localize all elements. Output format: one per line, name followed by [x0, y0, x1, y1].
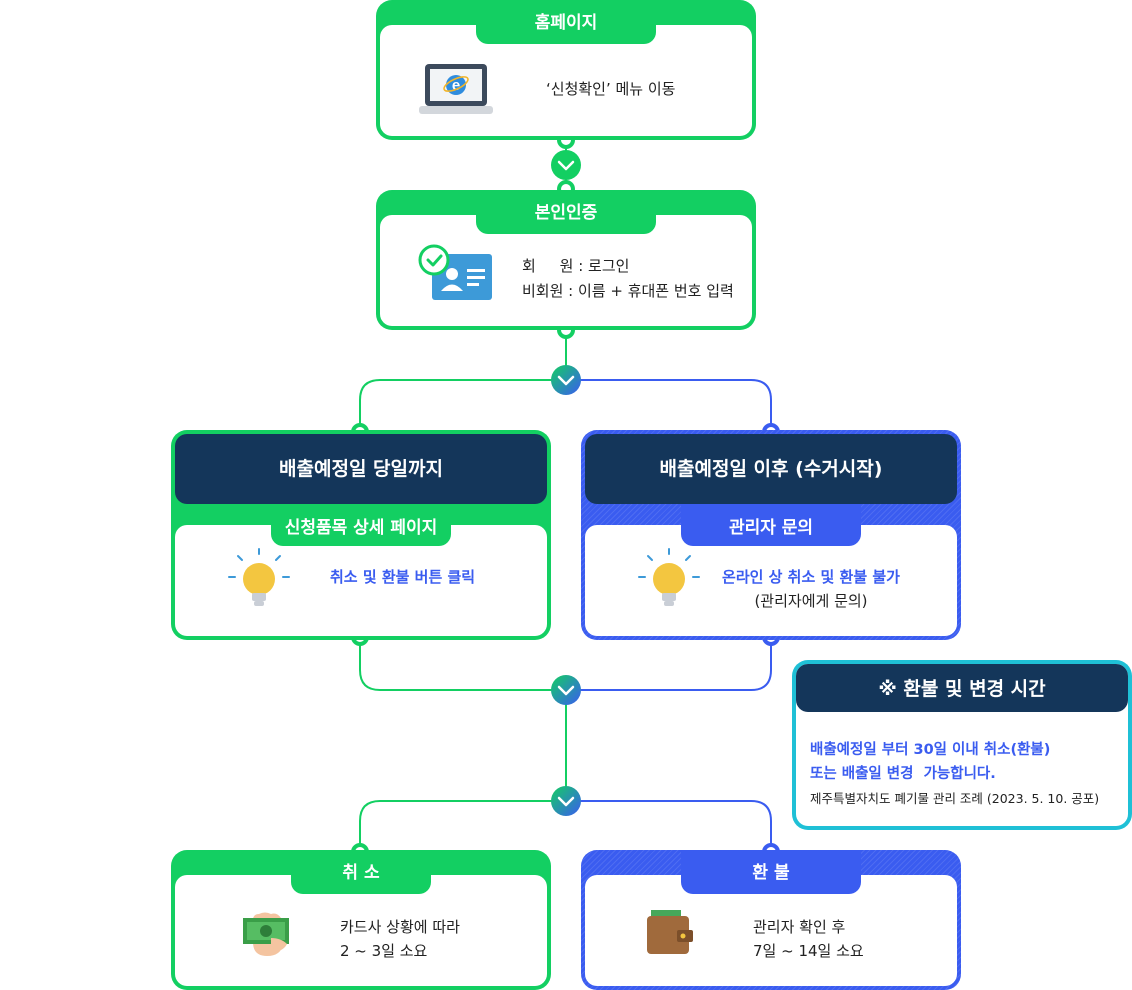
step-title: 홈페이지 — [476, 0, 656, 44]
laptop-ie-icon: e — [419, 64, 493, 114]
id-card-check-icon — [418, 244, 492, 300]
notice-line-3: 제주특별자치도 폐기물 관리 조례 (2023. 5. 10. 공포) — [810, 791, 1100, 806]
wallet-icon — [647, 910, 693, 954]
step-title: 신청품목 상세 페이지 — [271, 504, 451, 546]
lightbulb-icon — [228, 548, 290, 606]
member-text: 회 원 : 로그인 — [522, 257, 630, 275]
chevron-down-icon — [551, 150, 581, 180]
step-title: 본인인증 — [476, 190, 656, 234]
step-after-date: 배출예정일 이후 (수거시작) 관리자 문의 온라인 상 취소 및 환불 불가 … — [581, 430, 961, 640]
cancel-line-1: 카드사 상황에 따라 — [340, 918, 460, 936]
step-homepage: 홈페이지 e ‘신청확인’ 메뉴 이동 — [376, 0, 756, 140]
nonmember-text: 비회원 : 이름 + 휴대폰 번호 입력 — [522, 282, 734, 300]
chevron-down-icon — [551, 786, 581, 816]
cancel-line-2: 2 ~ 3일 소요 — [340, 942, 428, 960]
branch-heading: 배출예정일 이후 (수거시작) — [585, 434, 957, 504]
refund-notice: ※ 환불 및 변경 시간 배출예정일 부터 30일 이내 취소(환불) 또는 배… — [792, 660, 1132, 830]
step-refund: 환 불 관리자 확인 후 7일 ~ 14일 소요 — [581, 850, 961, 990]
cash-hand-icon — [243, 912, 289, 956]
chevron-down-icon — [551, 365, 581, 395]
step-title: 취 소 — [291, 850, 431, 894]
lightbulb-icon — [638, 548, 700, 606]
refund-line-2: 7일 ~ 14일 소요 — [753, 942, 864, 960]
notice-line-2: 또는 배출일 변경 가능합니다. — [810, 766, 996, 782]
step-before-date: 배출예정일 당일까지 신청품목 상세 페이지 취소 및 환불 버튼 클릭 — [171, 430, 551, 640]
step-text-primary: 온라인 상 취소 및 환불 불가 — [722, 568, 900, 586]
step-title: 관리자 문의 — [681, 504, 861, 546]
step-text: ‘신청확인’ 메뉴 이동 — [546, 80, 676, 98]
step-text-secondary: (관리자에게 문의) — [754, 592, 868, 610]
branch-heading: 배출예정일 당일까지 — [175, 434, 547, 504]
step-title: 환 불 — [681, 850, 861, 894]
step-cancel: 취 소 카드사 상황에 따라 2 ~ 3일 소요 — [171, 850, 551, 990]
step-text: 취소 및 환불 버튼 클릭 — [330, 568, 476, 586]
refund-line-1: 관리자 확인 후 — [753, 918, 846, 936]
notice-line-1: 배출예정일 부터 30일 이내 취소(환불) — [810, 742, 1051, 758]
chevron-down-icon — [551, 675, 581, 705]
step-verify: 본인인증 회 원 : 로그인 비회원 : 이름 + 휴대폰 번호 입력 — [376, 190, 756, 330]
notice-title: ※ 환불 및 변경 시간 — [796, 664, 1128, 712]
svg-text:e: e — [452, 77, 460, 94]
